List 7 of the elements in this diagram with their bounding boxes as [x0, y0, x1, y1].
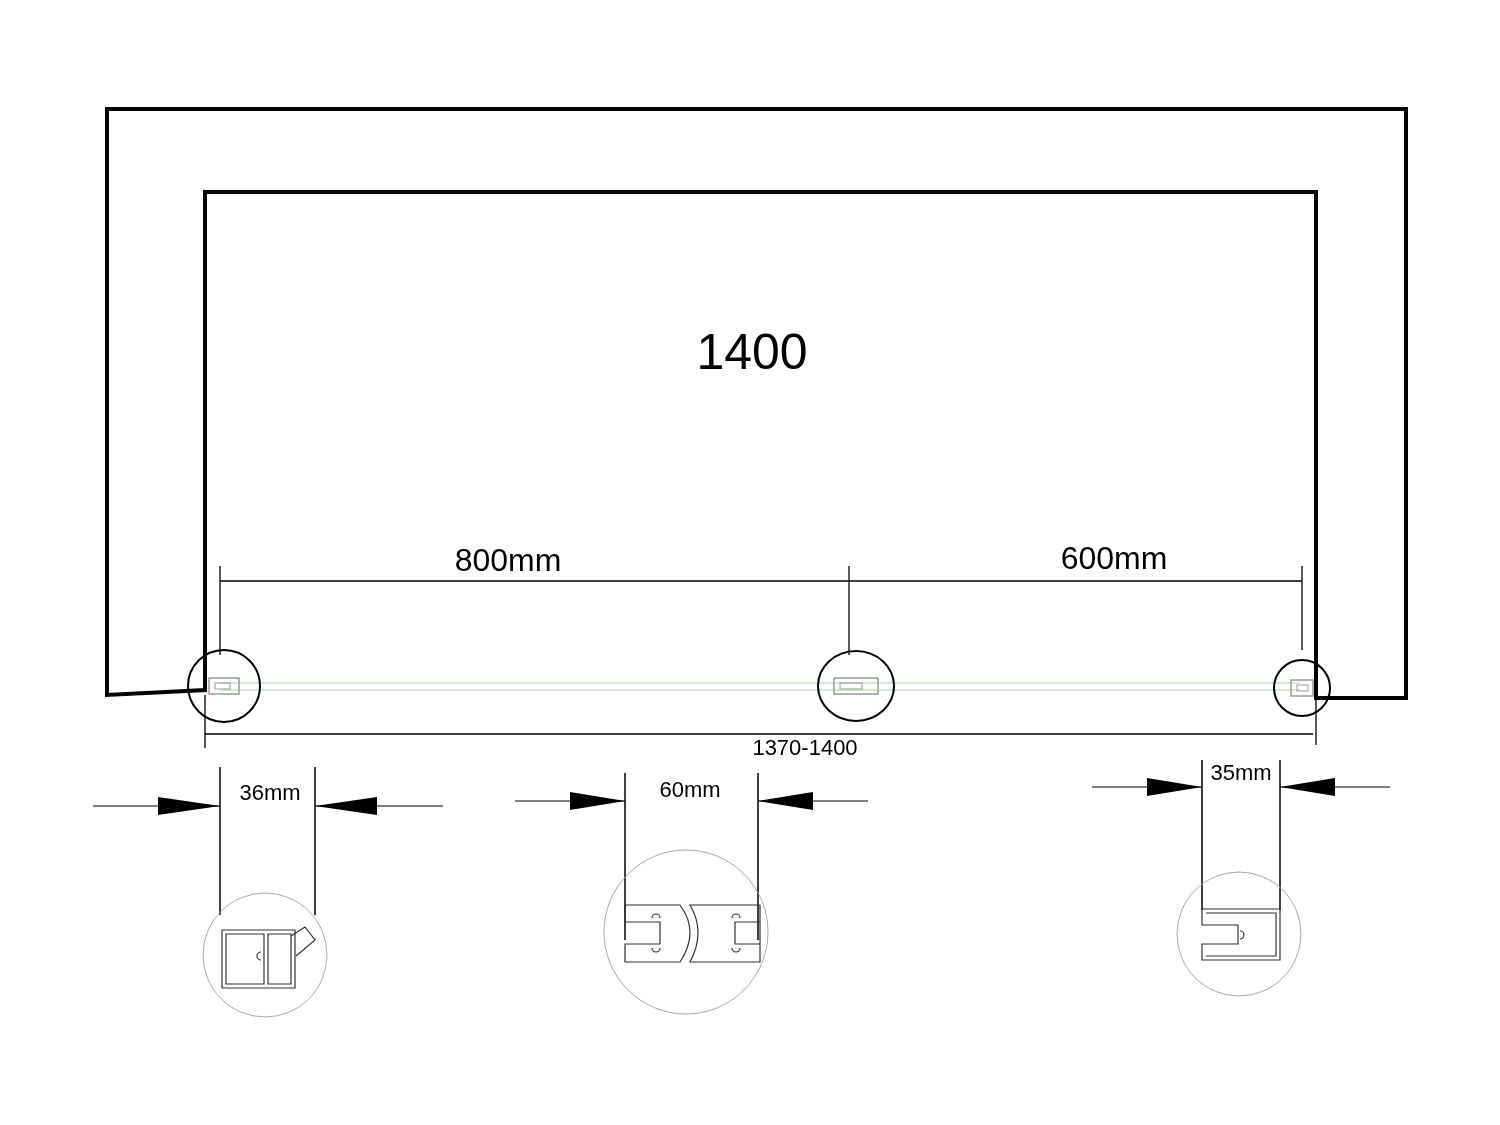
overall-width-label: 1400	[696, 327, 808, 377]
dimension-label: 600mm	[1060, 542, 1168, 574]
dimension-label: 35mm	[1210, 762, 1272, 784]
dimension-label: 800mm	[454, 544, 562, 576]
dimension-label: 36mm	[239, 782, 301, 804]
dimension-label: 60mm	[659, 779, 721, 801]
dimension-label: 1370-1400	[752, 737, 858, 759]
